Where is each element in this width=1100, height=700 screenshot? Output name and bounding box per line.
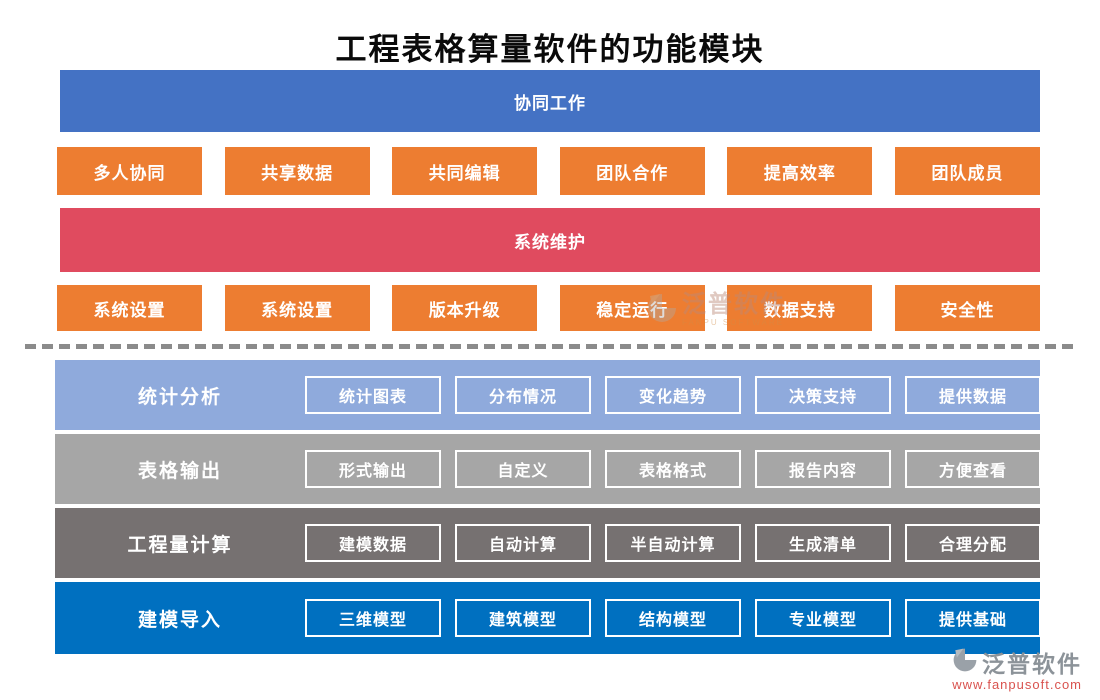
btn-distribution[interactable]: 分布情况	[455, 376, 591, 414]
module-row-table-output: 表格输出 形式输出 自定义 表格格式 报告内容 方便查看	[55, 434, 1041, 504]
chip-data-support[interactable]: 数据支持	[727, 285, 873, 331]
chip-system-settings-1[interactable]: 系统设置	[57, 285, 202, 331]
chip-share-data[interactable]: 共享数据	[224, 147, 370, 195]
chip-stable-operation[interactable]: 稳定运行	[559, 285, 705, 331]
btn-stat-charts[interactable]: 统计图表	[305, 376, 441, 414]
module-row-statistics: 统计分析 统计图表 分布情况 变化趋势 决策支持 提供数据	[55, 360, 1041, 430]
btn-reasonable-alloc[interactable]: 合理分配	[905, 524, 1041, 562]
btn-semi-auto-calc[interactable]: 半自动计算	[605, 524, 741, 562]
btn-report-content[interactable]: 报告内容	[755, 450, 891, 488]
btn-easy-view[interactable]: 方便查看	[905, 450, 1041, 488]
brand-name: 泛普软件	[982, 651, 1082, 677]
page-title: 工程表格算量软件的功能模块	[335, 32, 765, 67]
module-buttons: 形式输出 自定义 表格格式 报告内容 方便查看	[305, 450, 1041, 488]
btn-provide-data[interactable]: 提供数据	[905, 376, 1041, 414]
brand-url[interactable]: www.fanpusoft.com	[952, 677, 1082, 692]
btn-architecture-model[interactable]: 建筑模型	[455, 599, 591, 637]
btn-professional-model[interactable]: 专业模型	[755, 599, 891, 637]
module-buttons: 建模数据 自动计算 半自动计算 生成清单 合理分配	[305, 524, 1041, 562]
footer-brand-block: 泛普软件 www.fanpusoft.com	[952, 645, 1082, 692]
btn-change-trend[interactable]: 变化趋势	[605, 376, 741, 414]
btn-table-format[interactable]: 表格格式	[605, 450, 741, 488]
module-row-quantity-calc: 工程量计算 建模数据 自动计算 半自动计算 生成清单 合理分配	[55, 508, 1041, 578]
dashed-divider	[25, 344, 1075, 349]
section-header-label: 系统维护	[514, 232, 586, 252]
maintenance-buttons-row: 系统设置 系统设置 版本升级 稳定运行 数据支持 安全性	[57, 285, 1040, 331]
section-header-collaboration: 协同工作	[60, 70, 1040, 132]
chip-efficiency[interactable]: 提高效率	[727, 147, 873, 195]
btn-structure-model[interactable]: 结构模型	[605, 599, 741, 637]
module-label: 表格输出	[137, 460, 222, 482]
section-header-label: 协同工作	[514, 93, 586, 113]
chip-co-edit[interactable]: 共同编辑	[392, 147, 538, 195]
fanpu-logo-icon	[952, 647, 978, 678]
btn-generate-list[interactable]: 生成清单	[755, 524, 891, 562]
chip-team-members[interactable]: 团队成员	[894, 147, 1040, 195]
module-buttons: 统计图表 分布情况 变化趋势 决策支持 提供数据	[305, 376, 1041, 414]
chip-system-settings-2[interactable]: 系统设置	[224, 285, 370, 331]
btn-format-output[interactable]: 形式输出	[305, 450, 441, 488]
chip-security[interactable]: 安全性	[894, 285, 1040, 331]
chip-teamwork[interactable]: 团队合作	[559, 147, 705, 195]
module-row-model-import: 建模导入 三维模型 建筑模型 结构模型 专业模型 提供基础	[55, 582, 1041, 654]
btn-custom[interactable]: 自定义	[455, 450, 591, 488]
section-header-maintenance: 系统维护	[60, 208, 1040, 272]
btn-auto-calc[interactable]: 自动计算	[455, 524, 591, 562]
module-label: 工程量计算	[127, 534, 233, 556]
chip-version-upgrade[interactable]: 版本升级	[392, 285, 538, 331]
module-buttons: 三维模型 建筑模型 结构模型 专业模型 提供基础	[305, 599, 1041, 637]
btn-modeling-data[interactable]: 建模数据	[305, 524, 441, 562]
module-label: 建模导入	[137, 609, 222, 631]
btn-decision-support[interactable]: 决策支持	[755, 376, 891, 414]
module-label: 统计分析	[137, 386, 222, 408]
chip-multi-person[interactable]: 多人协同	[57, 147, 202, 195]
collaboration-buttons-row: 多人协同 共享数据 共同编辑 团队合作 提高效率 团队成员	[57, 147, 1040, 195]
btn-provide-basis[interactable]: 提供基础	[905, 599, 1041, 637]
btn-3d-model[interactable]: 三维模型	[305, 599, 441, 637]
